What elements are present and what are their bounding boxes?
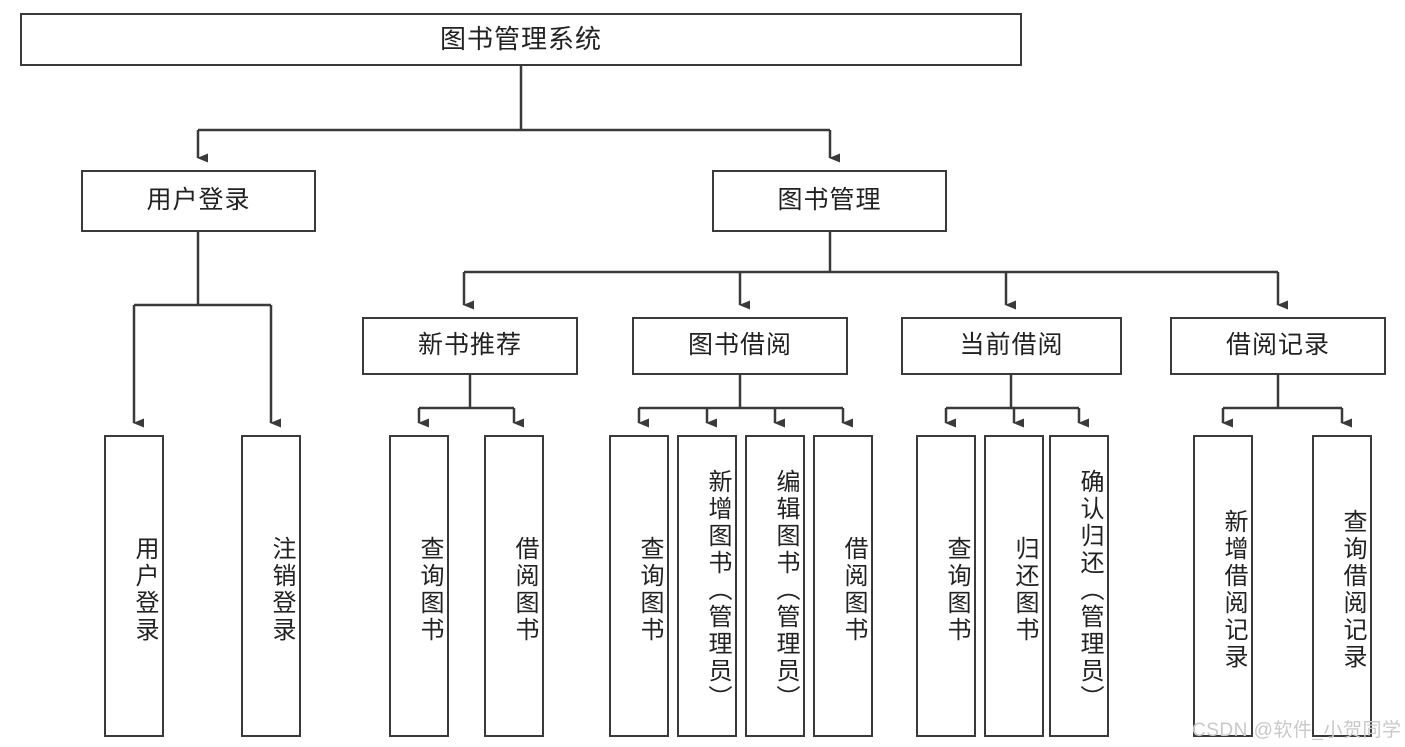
leaf-return-book-label: 归还图书 <box>1011 536 1038 644</box>
leaf-query-book-3[interactable]: 查询图书 <box>916 435 976 737</box>
leaf-add-record[interactable]: 新增借阅记录 <box>1193 435 1253 737</box>
leaf-query-book-2[interactable]: 查询图书 <box>609 435 669 737</box>
leaf-borrow-book-1-label: 借阅图书 <box>511 536 538 644</box>
node-user-login[interactable]: 用户登录 <box>81 170 316 232</box>
node-book-manage[interactable]: 图书管理 <box>712 170 947 232</box>
node-book-borrow-label: 图书借阅 <box>687 331 792 360</box>
leaf-confirm-return-label: 确认归还（管理员） <box>1076 468 1103 712</box>
node-book-manage-label: 图书管理 <box>777 186 882 215</box>
node-current-borrow[interactable]: 当前借阅 <box>901 317 1122 375</box>
leaf-confirm-return[interactable]: 确认归还（管理员） <box>1049 435 1109 737</box>
leaf-add-book-label: 新增图书（管理员） <box>704 468 731 712</box>
node-user-login-label: 用户登录 <box>146 186 251 215</box>
leaf-add-record-label: 新增借阅记录 <box>1220 509 1247 671</box>
leaf-edit-book[interactable]: 编辑图书（管理员） <box>745 435 805 737</box>
node-root-label: 图书管理系统 <box>439 24 602 55</box>
leaf-query-book-1[interactable]: 查询图书 <box>389 435 449 737</box>
leaf-query-record[interactable]: 查询借阅记录 <box>1312 435 1372 737</box>
node-current-borrow-label: 当前借阅 <box>959 331 1064 360</box>
node-new-book-recommend[interactable]: 新书推荐 <box>362 317 578 375</box>
node-new-book-recommend-label: 新书推荐 <box>417 331 522 360</box>
leaf-query-book-1-label: 查询图书 <box>416 536 443 644</box>
leaf-borrow-book-2-label: 借阅图书 <box>840 536 867 644</box>
leaf-query-book-3-label: 查询图书 <box>943 536 970 644</box>
leaf-query-record-label: 查询借阅记录 <box>1339 509 1366 671</box>
leaf-user-login[interactable]: 用户登录 <box>104 435 164 737</box>
leaf-return-book[interactable]: 归还图书 <box>984 435 1044 737</box>
leaf-user-login-label: 用户登录 <box>131 536 158 644</box>
node-borrow-record[interactable]: 借阅记录 <box>1170 317 1386 375</box>
leaf-query-book-2-label: 查询图书 <box>636 536 663 644</box>
node-borrow-record-label: 借阅记录 <box>1225 331 1330 360</box>
leaf-logout[interactable]: 注销登录 <box>241 435 301 737</box>
watermark-text: CSDN @软件_小贺同学 <box>1192 720 1402 741</box>
leaf-logout-label: 注销登录 <box>268 536 295 644</box>
leaf-add-book[interactable]: 新增图书（管理员） <box>677 435 737 737</box>
leaf-borrow-book-2[interactable]: 借阅图书 <box>813 435 873 737</box>
leaf-borrow-book-1[interactable]: 借阅图书 <box>484 435 544 737</box>
leaf-edit-book-label: 编辑图书（管理员） <box>772 468 799 712</box>
node-root[interactable]: 图书管理系统 <box>20 13 1022 66</box>
node-book-borrow[interactable]: 图书借阅 <box>632 317 848 375</box>
